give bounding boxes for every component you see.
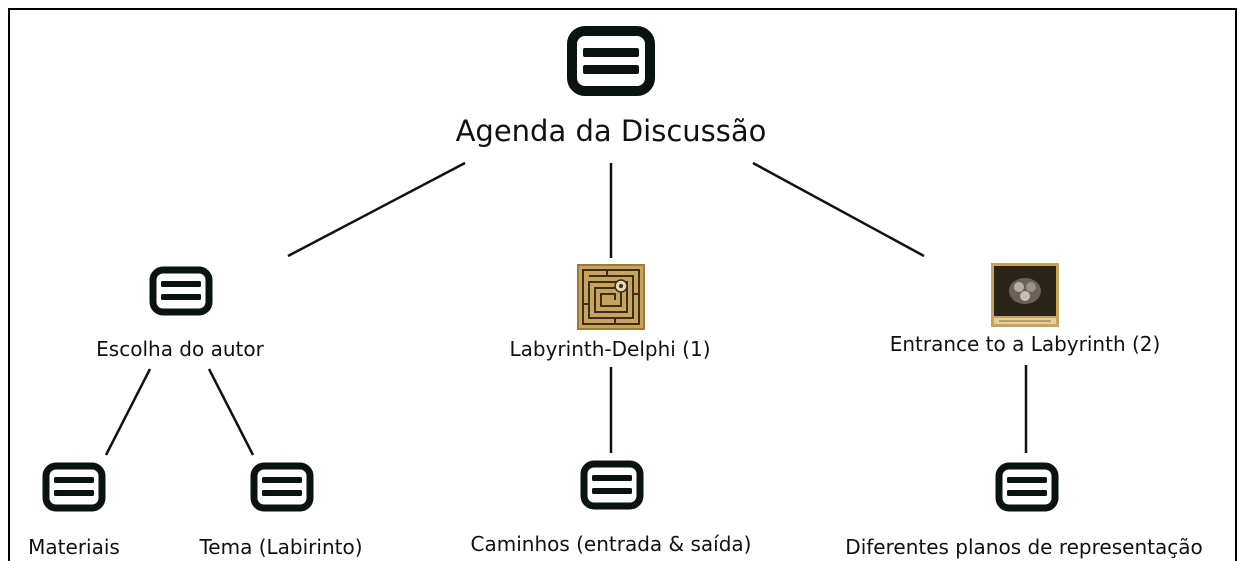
- topic-delphi-label[interactable]: Labyrinth-Delphi (1): [509, 337, 711, 361]
- link-escolha-materiais: [104, 368, 152, 456]
- painting-image-icon[interactable]: [991, 263, 1059, 327]
- root-node-label[interactable]: Agenda da Discussão: [455, 114, 767, 148]
- note-icon[interactable]: [567, 26, 655, 96]
- link-escolha-tema: [207, 368, 255, 456]
- note-icon[interactable]: [42, 462, 106, 512]
- note-icon[interactable]: [149, 266, 213, 316]
- note-icon[interactable]: [580, 460, 644, 510]
- link-root-entrance: [752, 161, 925, 258]
- leaf-caminhos-label[interactable]: Caminhos (entrada & saída): [470, 532, 752, 556]
- link-root-escolha: [287, 161, 466, 258]
- labyrinth-image-icon[interactable]: [577, 264, 645, 330]
- note-icon[interactable]: [995, 462, 1059, 512]
- topic-entrance-label[interactable]: Entrance to a Labyrinth (2): [889, 332, 1161, 356]
- leaf-tema-label[interactable]: Tema (Labirinto): [199, 535, 363, 559]
- leaf-materiais-label[interactable]: Materiais: [28, 535, 120, 559]
- map-frame: [8, 8, 1237, 561]
- note-icon[interactable]: [250, 462, 314, 512]
- topic-escolha-label[interactable]: Escolha do autor: [96, 337, 264, 361]
- leaf-diferentes-label[interactable]: Diferentes planos de representação: [845, 535, 1203, 559]
